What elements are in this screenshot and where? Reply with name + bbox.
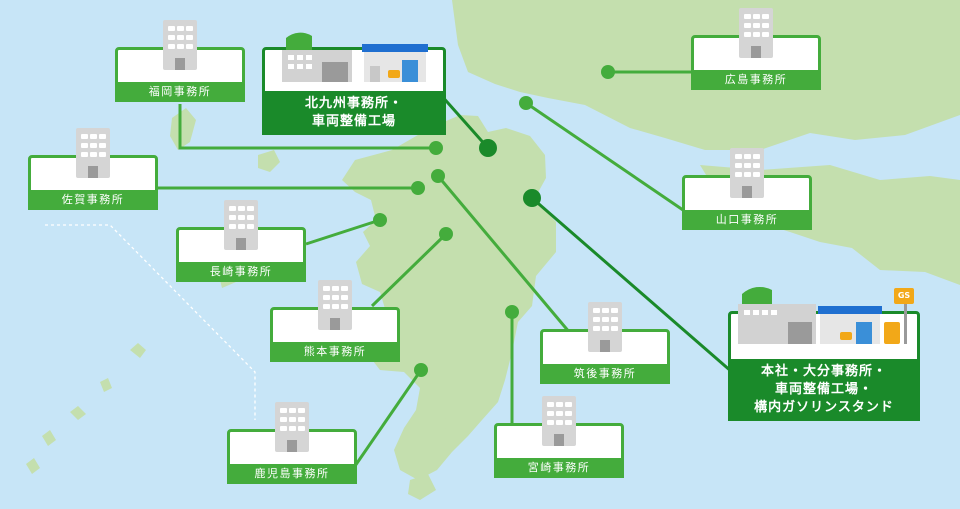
dot-fukuoka xyxy=(429,141,443,155)
office-name: 佐賀事務所 xyxy=(28,190,158,210)
office-building-icon xyxy=(739,8,773,58)
line-kagoshima xyxy=(353,369,423,467)
dot-chikugo xyxy=(431,169,445,183)
office-card-chikugo: 筑後事務所 xyxy=(540,302,670,384)
office-building-icon xyxy=(224,200,258,250)
dot-kumamoto xyxy=(439,227,453,241)
office-card-kitakyushu: 北九州事務所・ 車両整備工場 xyxy=(262,20,446,135)
office-name-line1: 北九州事務所・ xyxy=(304,96,403,111)
office-card-kumamoto: 熊本事務所 xyxy=(270,280,400,362)
dot-kagoshima xyxy=(414,363,428,377)
dot-saga xyxy=(411,181,425,195)
office-card-miyazaki: 宮崎事務所 xyxy=(494,396,624,478)
office-name: 山口事務所 xyxy=(682,210,812,230)
office-card-hiroshima: 広島事務所 xyxy=(691,8,821,90)
factory-icon xyxy=(282,32,428,82)
office-building-icon xyxy=(163,20,197,70)
line-yamaguchi xyxy=(525,101,684,212)
office-building-icon xyxy=(76,128,110,178)
line-fukuoka xyxy=(178,104,436,150)
iki-island xyxy=(258,150,280,172)
office-name-line1: 本社・大分事務所・ xyxy=(760,364,887,379)
dashed-boundary xyxy=(45,224,256,420)
line-chikugo xyxy=(436,175,572,334)
factory-gas-station-icon xyxy=(738,286,914,344)
dot-head-office xyxy=(523,189,541,207)
office-building-icon xyxy=(318,280,352,330)
dot-miyazaki xyxy=(505,305,519,319)
office-card-fukuoka: 福岡事務所 xyxy=(115,20,245,102)
office-card-yamaguchi: 山口事務所 xyxy=(682,148,812,230)
line-kumamoto xyxy=(370,232,448,308)
office-name: 長崎事務所 xyxy=(176,262,306,282)
office-name-line2: 車両整備工場 xyxy=(311,114,396,129)
office-card-saga: 佐賀事務所 xyxy=(28,128,158,210)
office-name: 北九州事務所・ 車両整備工場 xyxy=(262,91,446,135)
dot-yamaguchi xyxy=(519,96,533,110)
tsushima-island xyxy=(170,108,196,150)
office-card-head-office: GS 本社・大分事務所・ 車両整備工場・ 構内ガソリンスタンド xyxy=(728,284,920,421)
office-name: 広島事務所 xyxy=(691,70,821,90)
dot-hiroshima xyxy=(601,65,615,79)
office-name: 熊本事務所 xyxy=(270,342,400,362)
office-building-icon xyxy=(730,148,764,198)
dot-nagasaki xyxy=(373,213,387,227)
office-name-line3: 構内ガソリンスタンド xyxy=(754,400,894,415)
office-building-icon xyxy=(275,402,309,452)
line-kitakyushu xyxy=(438,93,490,149)
kyushu-landmass xyxy=(342,115,556,480)
line-nagasaki xyxy=(305,218,381,246)
office-name: 宮崎事務所 xyxy=(494,458,624,478)
office-name: 本社・大分事務所・ 車両整備工場・ 構内ガソリンスタンド xyxy=(728,359,920,421)
office-name: 鹿児島事務所 xyxy=(227,464,357,484)
office-card-kagoshima: 鹿児島事務所 xyxy=(227,402,357,484)
dot-kitakyushu xyxy=(479,139,497,157)
tanegashima-island xyxy=(445,410,470,446)
office-name: 筑後事務所 xyxy=(540,364,670,384)
office-name-line2: 車両整備工場・ xyxy=(774,382,873,397)
yakushima-island xyxy=(408,474,436,500)
office-card-nagasaki: 長崎事務所 xyxy=(176,200,306,282)
office-building-icon xyxy=(542,396,576,446)
line-head-office xyxy=(531,196,733,374)
office-building-icon xyxy=(588,302,622,352)
gas-station-sign: GS xyxy=(897,291,911,300)
office-name: 福岡事務所 xyxy=(115,82,245,102)
